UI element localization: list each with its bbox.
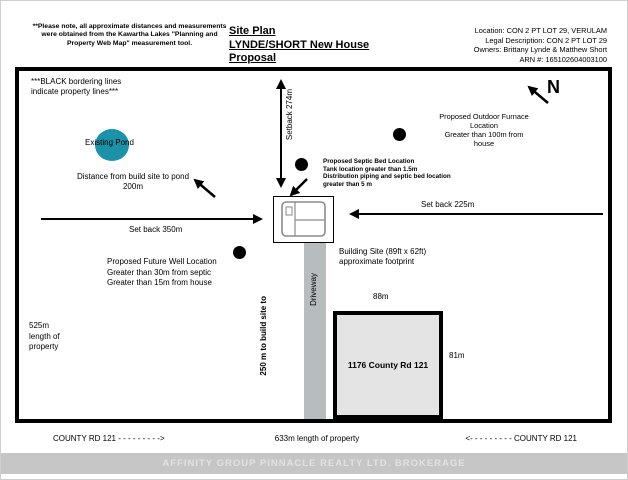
pond-distance-line-2: 200m (122, 182, 143, 191)
border-note: ***BLACK bordering lines indicate proper… (31, 77, 121, 97)
setback-350-label: Set back 350m (129, 225, 183, 234)
brokerage-watermark-bar: AFFINITY GROUP PINNACLE REALTY LTD. BROK… (1, 453, 627, 474)
border-note-line-1: ***BLACK bordering lines (31, 77, 122, 86)
brokerage-watermark-text: AFFINITY GROUP PINNACLE REALTY LTD. BROK… (162, 458, 466, 469)
title-line-1: Site Plan (229, 25, 276, 37)
info-location: Location: CON 2 PT LOT 29, VERULAM (474, 26, 607, 35)
pond-label: Existing Pond (85, 138, 134, 147)
title-line-3: Proposal (229, 52, 277, 64)
property-length-633-label: 633m length of property (274, 434, 360, 443)
info-arn: ARN #: 165102604003100 (519, 54, 607, 64)
property-length-525-note: 525m length of property (29, 321, 60, 353)
disclaimer-note: **Please note, all approximate distances… (32, 23, 227, 47)
furnace-line-2: Location (470, 121, 498, 130)
well-line-2: Greater than 30m from septic (107, 267, 212, 277)
setback-225-label: Set back 225m (421, 200, 475, 209)
left-length-line-3: property (29, 342, 59, 351)
north-label: N (547, 77, 560, 97)
property-info: Location: CON 2 PT LOT 29, VERULAM Legal… (381, 26, 607, 64)
septic-line-1: Proposed Septic Bed Location (323, 158, 415, 165)
building-site-line-1: Building Site (89ft x 62ft) (339, 247, 427, 256)
info-legal: Legal Description: CON 2 PT LOT 29 (485, 35, 607, 45)
info-owners: Owners: Brittany Lynde & Matthew Short (473, 45, 607, 55)
septic-dot-icon (295, 158, 308, 171)
pond-shape (95, 129, 129, 161)
building-site-line-2: approximate footprint (339, 257, 415, 266)
driveway-label: Driveway (309, 273, 318, 306)
building-site-note: Building Site (89ft x 62ft) approximate … (339, 247, 489, 267)
septic-line-2: Tank location greater than 1.5m (323, 165, 418, 173)
house-footprint-icon (273, 196, 334, 243)
left-length-line-2: length of (29, 331, 60, 341)
well-line-3: Greater than 15m from house (107, 278, 212, 287)
page-title: Site Plan LYNDE/SHORT New House Proposal (229, 25, 399, 66)
setback-274-label: Setback 274m (285, 89, 294, 141)
furnace-line-3: Greater than 100m from (444, 130, 524, 139)
well-note: Proposed Future Well Location Greater th… (107, 257, 257, 289)
driveway-strip (304, 242, 326, 419)
well-dot-icon (233, 246, 246, 259)
septic-line-4: greater than 5 m (323, 180, 372, 188)
pond-distance-line-1: Distance from build site to pond (76, 172, 190, 181)
border-note-line-2: indicate property lines*** (31, 87, 119, 96)
septic-note: Proposed Septic Bed Location Tank locati… (323, 158, 493, 188)
furnace-line-1: Proposed Outdoor Furnace (439, 112, 529, 121)
county-rd-right-label: <- - - - - - - - - COUNTY RD 121 (465, 434, 577, 443)
driveway-distance-label: 250 m to build site to (259, 296, 268, 376)
building-1176: 1176 County Rd 121 (333, 311, 443, 419)
dimension-81m-label: 81m (449, 351, 465, 360)
furnace-dot-icon (393, 128, 406, 141)
county-rd-left-label: COUNTY RD 121 - - - - - - - - -> (53, 434, 165, 443)
furnace-line-4: house (473, 139, 495, 148)
left-length-line-1: 525m (29, 321, 50, 330)
pond-distance-note: Distance from build site to pond 200m (49, 172, 217, 192)
dimension-88m-label: 88m (373, 292, 389, 301)
furnace-note: Proposed Outdoor Furnace Location Greate… (419, 112, 549, 148)
property-boundary (15, 67, 612, 423)
well-line-1: Proposed Future Well Location (107, 257, 217, 266)
title-line-2: LYNDE/SHORT New House (229, 38, 370, 51)
septic-line-3: Distribution piping and septic bed locat… (323, 173, 451, 181)
building-label: 1176 County Rd 121 (347, 360, 429, 370)
